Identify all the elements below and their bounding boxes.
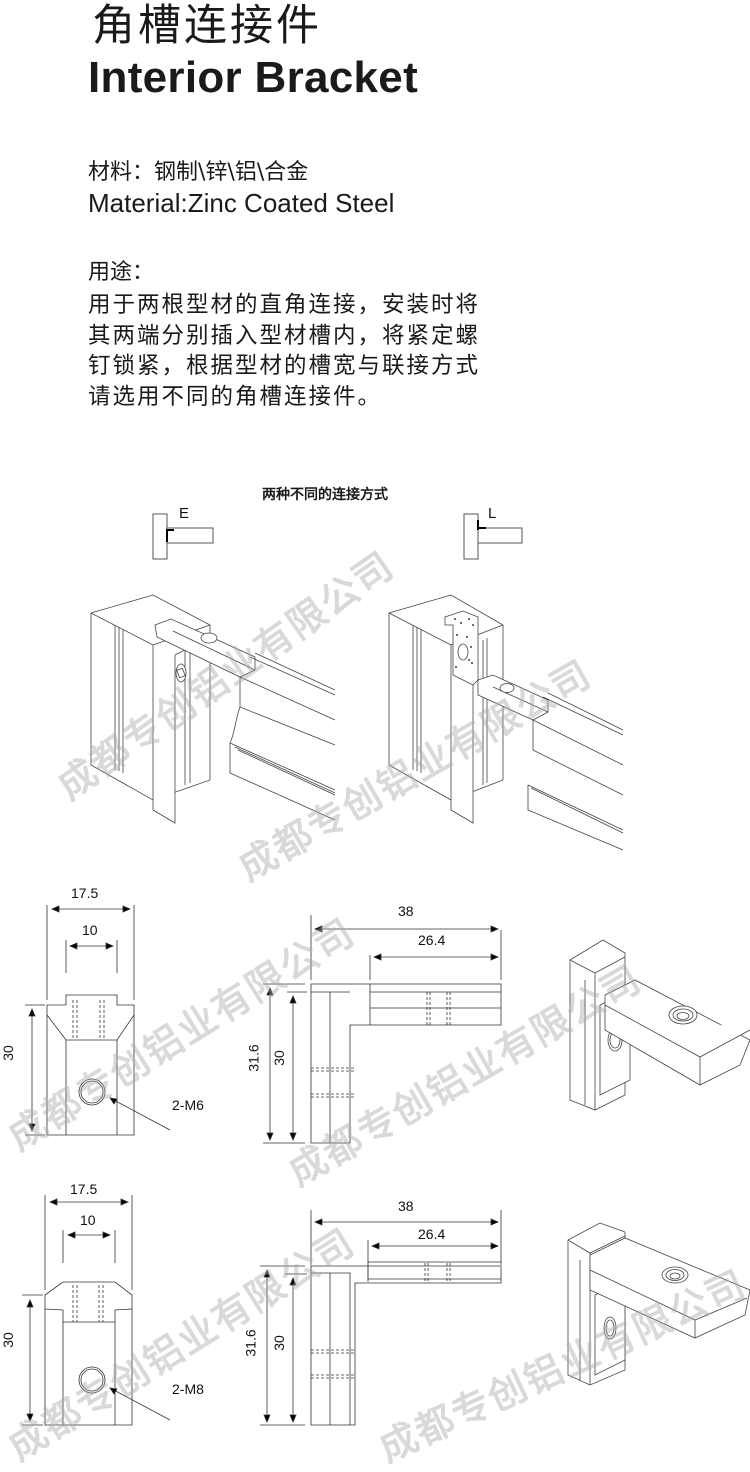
dim-height-total-m6: 31.6 <box>245 1044 262 1072</box>
page-title-en: Interior Bracket <box>88 53 419 102</box>
thread-spec-m6: 2-M6 <box>172 1097 204 1113</box>
connection-type-e-label: E <box>179 505 190 522</box>
dim-length-arm-m8: 26.4 <box>418 1226 446 1242</box>
connection-type-l-icon <box>463 513 523 560</box>
dim-height-total-m8: 31.6 <box>242 1329 259 1357</box>
connection-type-l-label: L <box>488 505 497 522</box>
usage-label: 用途： <box>88 260 155 285</box>
isometric-m8-drawing <box>567 1222 750 1386</box>
side-view-m8-drawing <box>260 1210 502 1426</box>
dim-width-inner-m8: 10 <box>80 1212 96 1228</box>
dim-length-arm-m6: 26.4 <box>418 932 446 948</box>
usage-line: 用于两根型材的直角连接，安装时将 <box>88 292 481 318</box>
front-view-m6-drawing <box>25 905 171 1136</box>
side-view-m6-drawing <box>263 915 502 1144</box>
connection-methods-title: 两种不同的连接方式 <box>262 487 388 503</box>
front-view-m8-drawing <box>22 1195 171 1426</box>
dim-height-inner-m6: 30 <box>270 1050 287 1066</box>
usage-line: 请选用不同的角槽连接件。 <box>88 383 383 410</box>
connection-type-e-icon <box>152 513 214 560</box>
dim-height-m8: 30 <box>0 1332 16 1348</box>
usage-description: 用于两根型材的直角连接，安装时将 其两端分别插入型材槽内，将紧定螺 钉锁紧，根据… <box>88 290 558 412</box>
usage-line: 其两端分别插入型材槽内，将紧定螺 <box>88 322 481 349</box>
material-label-cn: 材料：钢制\锌\铝\合金 <box>88 160 309 185</box>
usage-line: 钉锁紧，根据型材的槽宽与联接方式 <box>88 353 481 379</box>
page-title-cn: 角槽连接件 <box>92 1 322 51</box>
assembly-l-type-drawing <box>388 594 624 851</box>
dim-height-inner-m8: 30 <box>270 1335 287 1351</box>
dim-length-total-m6: 38 <box>398 903 414 919</box>
thread-spec-m8: 2-M8 <box>172 1381 204 1397</box>
assembly-e-type-drawing <box>90 594 336 824</box>
material-label-en: Material:Zinc Coated Steel <box>88 188 395 218</box>
dim-width-outer-m6: 17.5 <box>71 885 99 901</box>
dim-length-total-m8: 38 <box>398 1198 414 1214</box>
dim-width-outer-m8: 17.5 <box>70 1181 98 1197</box>
dim-height-m6: 30 <box>0 1045 16 1061</box>
dim-width-inner-m6: 10 <box>82 922 98 938</box>
isometric-m6-drawing <box>569 939 750 1111</box>
